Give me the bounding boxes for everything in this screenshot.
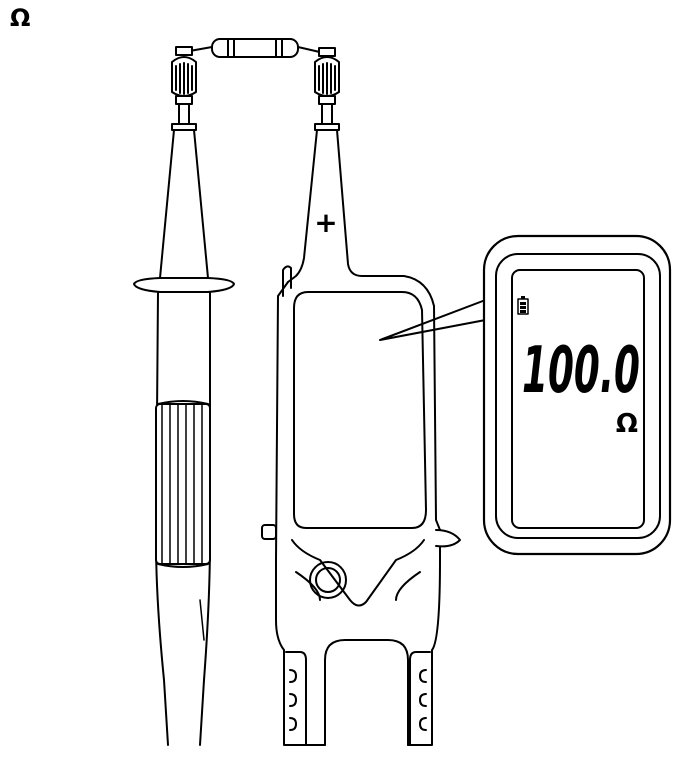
tester-body xyxy=(261,47,497,746)
zoomed-display: 100.0 Ω xyxy=(482,234,672,556)
resistor xyxy=(183,38,325,58)
function-button xyxy=(309,561,347,599)
polarity-plus-label: + xyxy=(314,206,337,239)
left-probe-finger-guard xyxy=(133,277,235,293)
left-probe-grip-rings xyxy=(155,400,211,568)
side-button-left xyxy=(261,524,277,540)
left-probe xyxy=(133,46,235,746)
side-button-right xyxy=(435,529,461,548)
callout-lines xyxy=(379,295,497,341)
body-display-window xyxy=(293,291,427,529)
mode-symbol-ohm: Ω xyxy=(10,4,31,32)
display-unit: Ω xyxy=(616,409,638,439)
battery-icon xyxy=(517,296,529,315)
display-reading: 100.0 xyxy=(522,334,640,408)
resistor-body xyxy=(211,38,299,58)
